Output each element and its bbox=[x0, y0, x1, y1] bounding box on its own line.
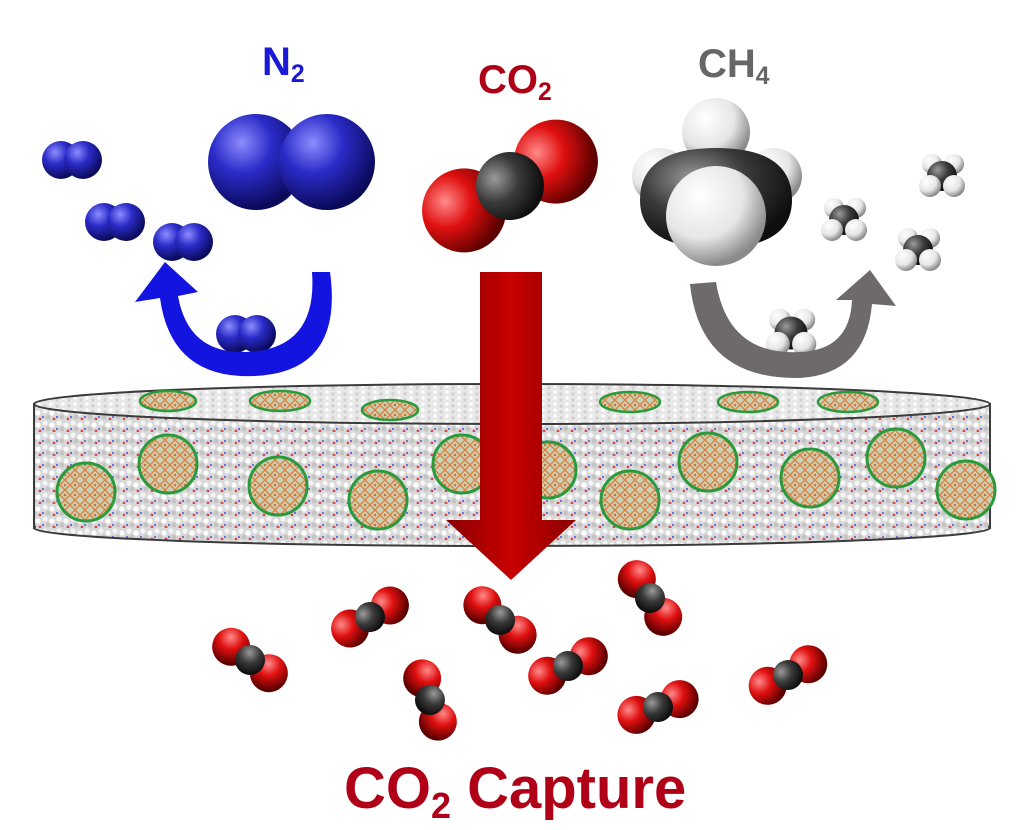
membrane-front-pores bbox=[55, 427, 997, 531]
n2-molecule bbox=[42, 141, 102, 179]
co2-molecule bbox=[204, 620, 296, 700]
ch4-molecule bbox=[821, 198, 867, 241]
ch4-molecule bbox=[895, 228, 941, 271]
co2-molecule bbox=[397, 654, 463, 746]
co2-capture-title: CO2 Capture bbox=[344, 760, 686, 824]
capture-label-main: CO bbox=[344, 756, 431, 821]
n2-rejection-arrow bbox=[135, 262, 332, 377]
ch4-molecule bbox=[919, 154, 965, 197]
n2-label: N2 bbox=[262, 42, 305, 88]
n2-molecule bbox=[153, 223, 213, 261]
n2-molecule bbox=[85, 203, 145, 241]
ch4-molecule-large bbox=[632, 98, 802, 266]
co2-molecule bbox=[741, 638, 835, 712]
ch4-molecule bbox=[765, 308, 817, 357]
n2-label-sub: 2 bbox=[290, 60, 305, 88]
n2-label-main: N bbox=[262, 40, 291, 84]
capture-label-sub: 2 bbox=[431, 785, 451, 827]
co2-permeation-arrow bbox=[446, 272, 576, 580]
co2-molecule bbox=[324, 579, 416, 655]
co2-molecule bbox=[610, 552, 690, 644]
ch4-label-main: CH bbox=[698, 42, 756, 86]
ch4-rejection-arrow bbox=[690, 270, 896, 379]
ch4-label-sub: 4 bbox=[755, 62, 770, 90]
capture-label-rest: Capture bbox=[451, 756, 687, 821]
membrane-top-pores bbox=[138, 389, 880, 422]
captured-co2-group bbox=[204, 552, 835, 746]
co2-label-main: CO bbox=[478, 58, 538, 102]
co2-molecule bbox=[455, 578, 545, 662]
co2-label-sub: 2 bbox=[538, 78, 552, 106]
co2-label: CO2 bbox=[478, 60, 552, 106]
co2-molecule bbox=[521, 631, 615, 701]
co2-molecule-large bbox=[422, 119, 598, 253]
ch4-label: CH4 bbox=[698, 44, 770, 90]
n2-molecule-large bbox=[208, 114, 375, 210]
co2-molecule bbox=[612, 674, 704, 740]
n2-molecule bbox=[216, 315, 276, 353]
